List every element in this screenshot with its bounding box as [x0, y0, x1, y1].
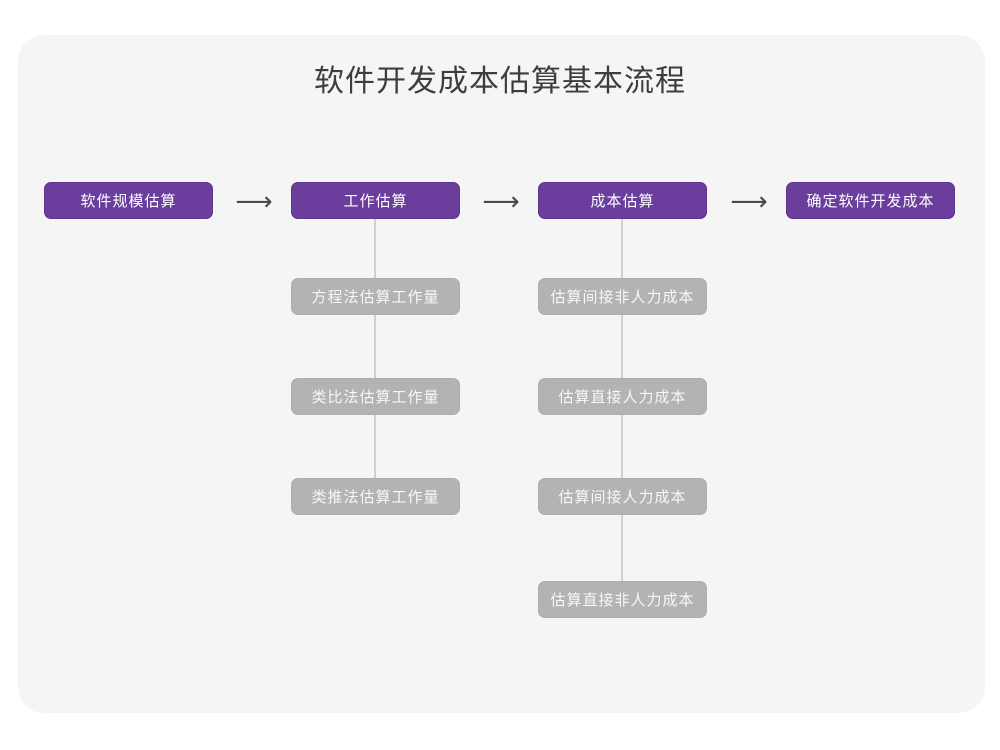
sub-node-analogy-method-workload[interactable]: 类比法估算工作量: [291, 378, 460, 415]
flow-node-label: 成本估算: [590, 193, 655, 210]
sub-node-label: 估算间接人力成本: [558, 489, 687, 506]
flow-node-label: 确定软件开发成本: [806, 193, 935, 210]
arrow-right-icon-3: ⟶: [720, 186, 778, 216]
connector-line: [621, 315, 623, 379]
sub-node-direct-nonlabor-cost[interactable]: 估算直接非人力成本: [538, 581, 707, 618]
sub-node-direct-labor-cost[interactable]: 估算直接人力成本: [538, 378, 707, 415]
sub-node-label: 估算间接非人力成本: [550, 289, 695, 306]
flow-node-determine-development-cost[interactable]: 确定软件开发成本: [786, 182, 955, 219]
diagram-card: [18, 35, 985, 713]
sub-node-label: 估算直接非人力成本: [550, 592, 695, 609]
connector-line: [374, 315, 376, 379]
sub-node-indirect-nonlabor-cost[interactable]: 估算间接非人力成本: [538, 278, 707, 315]
arrow-right-icon-2: ⟶: [472, 186, 530, 216]
connector-line: [621, 415, 623, 479]
sub-node-label: 类推法估算工作量: [311, 489, 440, 506]
sub-node-label: 类比法估算工作量: [311, 389, 440, 406]
arrow-glyph: ⟶: [235, 186, 273, 216]
sub-node-inference-method-workload[interactable]: 类推法估算工作量: [291, 478, 460, 515]
flow-node-label: 软件规模估算: [80, 193, 177, 210]
connector-line: [621, 219, 623, 279]
page-title: 软件开发成本估算基本流程: [314, 65, 686, 98]
connector-line: [374, 219, 376, 279]
connector-line: [374, 415, 376, 479]
arrow-glyph: ⟶: [730, 186, 768, 216]
sub-node-label: 方程法估算工作量: [311, 289, 440, 306]
flow-node-cost-estimation[interactable]: 成本估算: [538, 182, 707, 219]
flow-node-label: 工作估算: [343, 193, 408, 210]
sub-node-equation-method-workload[interactable]: 方程法估算工作量: [291, 278, 460, 315]
flow-node-software-scale-estimation[interactable]: 软件规模估算: [44, 182, 213, 219]
sub-node-label: 估算直接人力成本: [558, 389, 687, 406]
sub-node-indirect-labor-cost[interactable]: 估算间接人力成本: [538, 478, 707, 515]
arrow-right-icon-1: ⟶: [225, 186, 283, 216]
arrow-glyph: ⟶: [482, 186, 520, 216]
connector-line: [621, 515, 623, 581]
flow-node-work-estimation[interactable]: 工作估算: [291, 182, 460, 219]
